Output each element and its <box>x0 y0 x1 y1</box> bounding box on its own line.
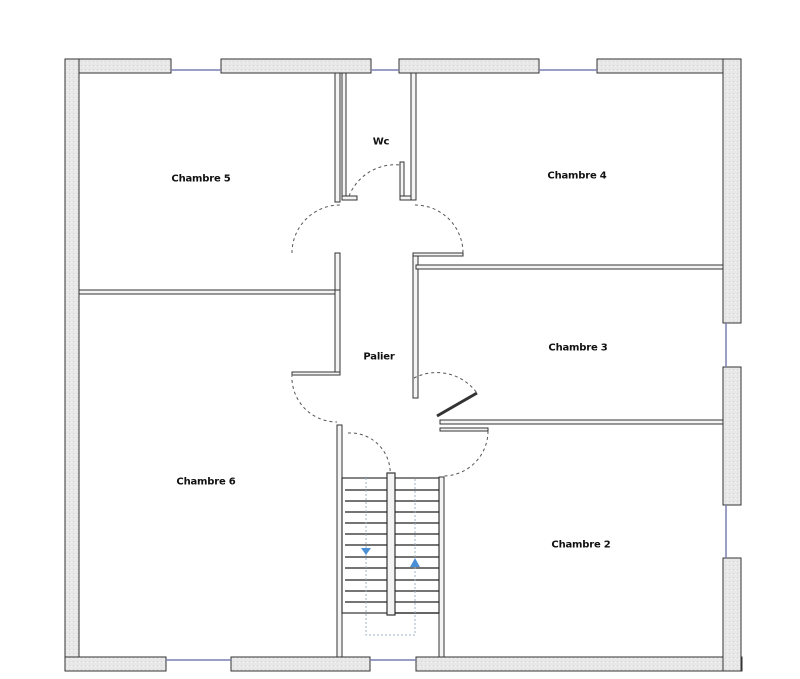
door-leaf <box>436 391 478 418</box>
staircase <box>341 472 440 616</box>
room-label-chambre-2: Chambre 2 <box>551 539 611 551</box>
door-swings <box>291 164 489 478</box>
room-label-chambre-3: Chambre 3 <box>548 342 608 354</box>
stair-walk-line <box>365 478 416 636</box>
room-label-wc: Wc <box>372 136 390 148</box>
windows <box>166 69 727 661</box>
room-label-chambre-4: Chambre 4 <box>547 170 607 182</box>
room-label-chambre-5: Chambre 5 <box>171 173 231 185</box>
stair-up-arrow-icon <box>410 558 420 567</box>
exterior-walls <box>64 58 743 672</box>
interior-walls <box>78 72 724 658</box>
room-label-chambre-6: Chambre 6 <box>176 476 236 488</box>
room-label-palier: Palier <box>363 351 395 363</box>
stair-down-arrow-icon <box>361 548 371 555</box>
